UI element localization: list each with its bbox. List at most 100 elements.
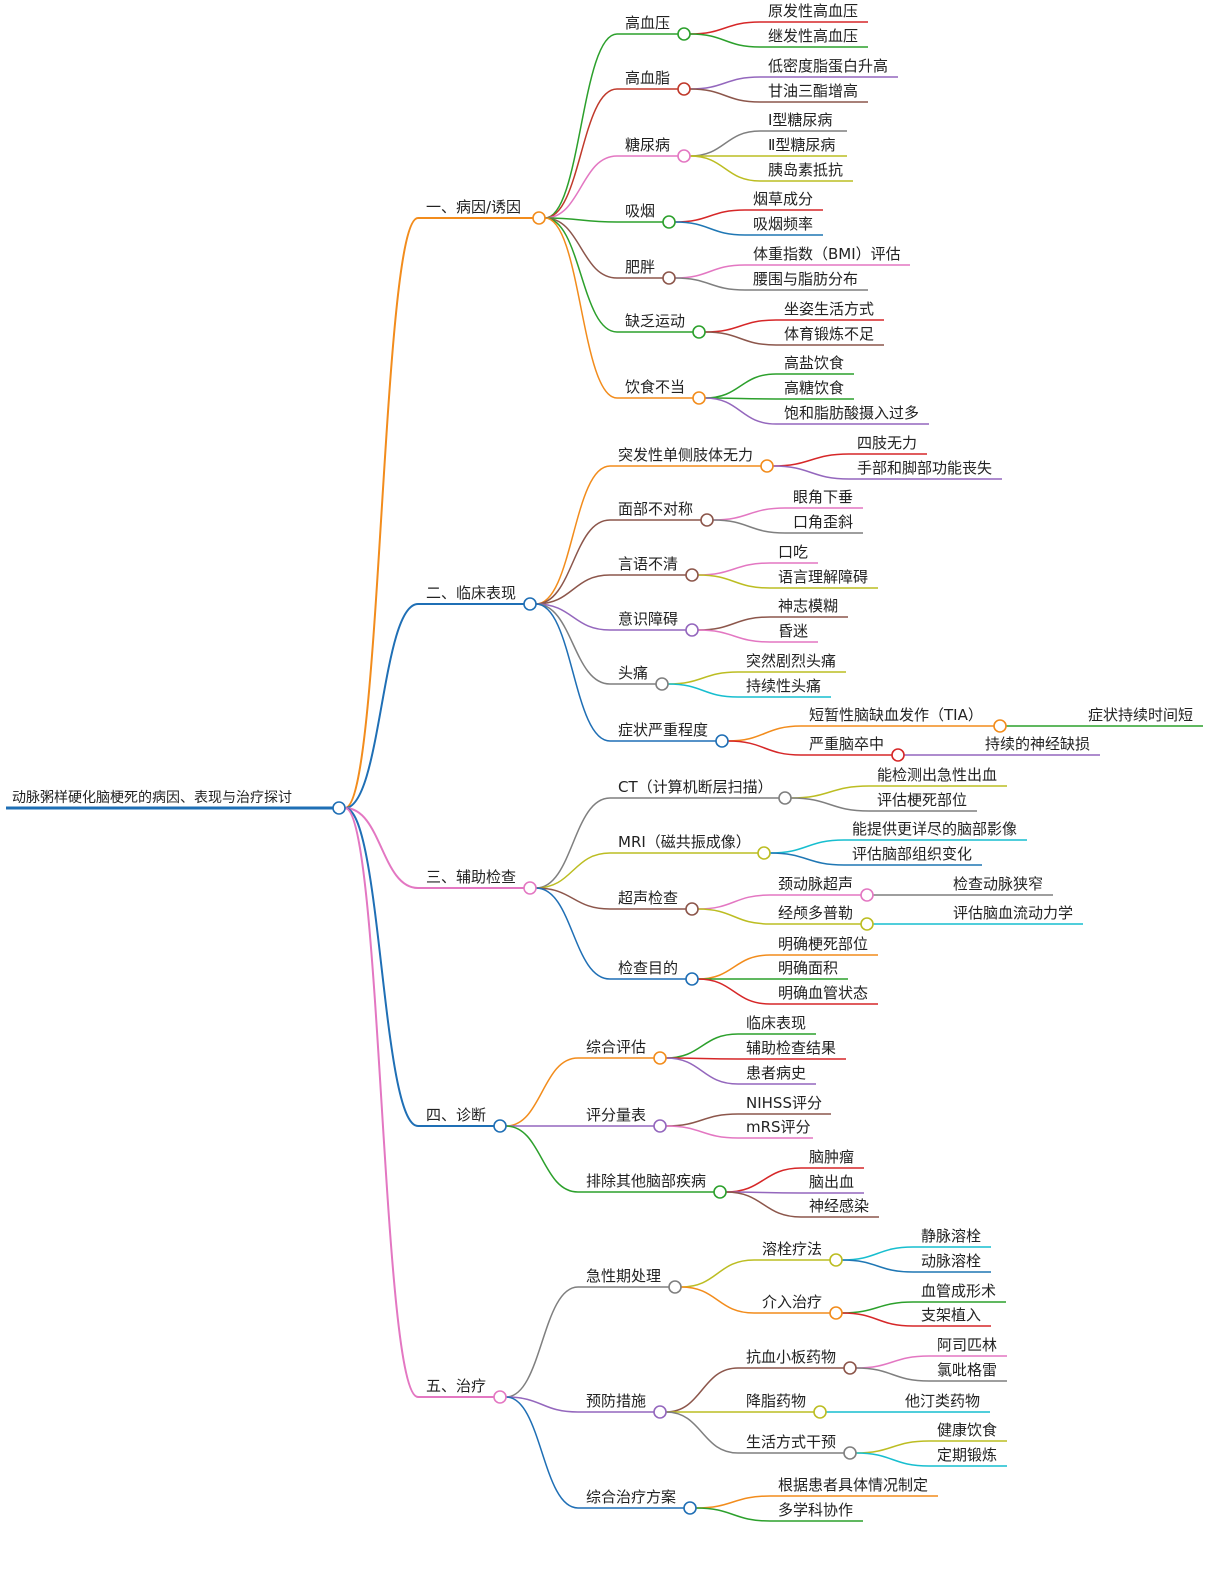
connector-4-1-0 bbox=[665, 1367, 739, 1413]
subtopic: 评分量表 bbox=[586, 1106, 646, 1124]
connector-1-2-0 bbox=[697, 562, 771, 576]
root-collapse-toggle[interactable] bbox=[332, 801, 346, 815]
connector-1-3-1 bbox=[697, 629, 771, 643]
collapse-toggle-2-0[interactable] bbox=[778, 791, 792, 805]
leaf-topic: 高糖饮食 bbox=[784, 379, 844, 397]
collapse-toggle-4-0[interactable] bbox=[668, 1280, 682, 1294]
collapse-toggle-1-0[interactable] bbox=[760, 459, 774, 473]
collapse-toggle-0-3[interactable] bbox=[662, 215, 676, 229]
leaf-topic: 明确血管状态 bbox=[778, 984, 868, 1002]
subtopic: MRI（磁共振成像） bbox=[618, 833, 751, 851]
connector-4-2-1 bbox=[695, 1507, 771, 1522]
connector-1-1-1 bbox=[712, 519, 786, 534]
subtopic: CT（计算机断层扫描） bbox=[618, 778, 773, 796]
collapse-toggle-3[interactable] bbox=[493, 1119, 507, 1133]
subtopic: 颈动脉超声 bbox=[778, 875, 853, 893]
collapse-toggle-2-2-0[interactable] bbox=[860, 888, 874, 902]
subtopic: 肥胖 bbox=[625, 258, 655, 276]
connector-1-3 bbox=[535, 603, 611, 631]
collapse-toggle-2-1[interactable] bbox=[757, 846, 771, 860]
leaf-topic: 胰岛素抵抗 bbox=[768, 161, 843, 179]
connector-4-1-2-1 bbox=[855, 1452, 930, 1467]
leaf-topic: 昏迷 bbox=[778, 622, 808, 640]
connector-0-6-2 bbox=[704, 397, 777, 425]
collapse-toggle-4-2[interactable] bbox=[683, 1501, 697, 1515]
subtopic: 缺乏运动 bbox=[625, 312, 685, 330]
leaf-topic: 他汀类药物 bbox=[905, 1392, 980, 1410]
connector-3-1-0 bbox=[665, 1113, 739, 1127]
connector-layer bbox=[6, 21, 1203, 1522]
connector-4-0-1-0 bbox=[841, 1301, 914, 1314]
leaf-topic: 坐姿生活方式 bbox=[784, 300, 874, 318]
subtopic: 糖尿病 bbox=[625, 136, 670, 154]
collapse-toggle-4-1-2[interactable] bbox=[843, 1446, 857, 1460]
collapse-toggle-2-2[interactable] bbox=[685, 902, 699, 916]
collapse-toggle-1-4[interactable] bbox=[655, 677, 669, 691]
collapse-toggle-0[interactable] bbox=[532, 211, 546, 225]
collapse-toggle-1[interactable] bbox=[523, 597, 537, 611]
collapse-toggle-0-2[interactable] bbox=[677, 149, 691, 163]
connector-0-5-1 bbox=[704, 331, 777, 346]
collapse-toggle-1-2[interactable] bbox=[685, 568, 699, 582]
connector-1-5-1 bbox=[727, 740, 802, 756]
leaf-topic: 体重指数（BMI）评估 bbox=[753, 245, 901, 263]
collapse-toggle-1-5-1[interactable] bbox=[891, 748, 905, 762]
collapse-toggle-2[interactable] bbox=[523, 881, 537, 895]
leaf-topic: 动脉溶栓 bbox=[921, 1252, 981, 1270]
connector-2-1-0 bbox=[769, 839, 845, 854]
subtopic: 吸烟 bbox=[625, 202, 655, 220]
connector-1-4-1 bbox=[667, 683, 739, 698]
collapse-toggle-4-1[interactable] bbox=[653, 1405, 667, 1419]
connector-1-4 bbox=[535, 603, 611, 685]
subtopic: 急性期处理 bbox=[586, 1267, 661, 1285]
collapse-toggle-3-2[interactable] bbox=[713, 1185, 727, 1199]
collapse-toggle-0-6[interactable] bbox=[692, 391, 706, 405]
collapse-toggle-1-5[interactable] bbox=[715, 734, 729, 748]
leaf-topic: 甘油三酯增高 bbox=[768, 82, 858, 100]
leaf-topic: 体育锻炼不足 bbox=[784, 325, 874, 343]
leaf-topic: 健康饮食 bbox=[937, 1421, 997, 1439]
leaf-topic: 评估梗死部位 bbox=[877, 791, 967, 809]
collapse-toggle-4-0-1[interactable] bbox=[829, 1306, 843, 1320]
subtopic: 抗血小板药物 bbox=[746, 1348, 836, 1366]
collapse-toggle-0-4[interactable] bbox=[662, 271, 676, 285]
collapse-toggle-0-1[interactable] bbox=[677, 82, 691, 96]
collapse-toggle-0-5[interactable] bbox=[692, 325, 706, 339]
connector-0-6 bbox=[544, 217, 618, 399]
connector-4-1-0-0 bbox=[855, 1355, 930, 1369]
connector-2-0-1 bbox=[790, 797, 870, 812]
leaf-topic: mRS评分 bbox=[746, 1118, 811, 1136]
connector-1-5-0 bbox=[727, 725, 802, 742]
collapse-toggle-2-3[interactable] bbox=[685, 972, 699, 986]
connector-2-0-0 bbox=[790, 785, 870, 799]
connector-0-3-1 bbox=[674, 221, 746, 236]
collapse-toggle-3-0[interactable] bbox=[653, 1051, 667, 1065]
leaf-topic: 明确面积 bbox=[778, 959, 838, 977]
leaf-topic: 临床表现 bbox=[746, 1014, 806, 1032]
collapse-toggle-4-0-0[interactable] bbox=[829, 1253, 843, 1267]
collapse-toggle-4-1-1[interactable] bbox=[813, 1405, 827, 1419]
connector-2-3 bbox=[535, 887, 611, 980]
leaf-topic: 多学科协作 bbox=[778, 1501, 853, 1519]
collapse-toggle-1-3[interactable] bbox=[685, 623, 699, 637]
collapse-toggle-3-1[interactable] bbox=[653, 1119, 667, 1133]
connector-3-2-0 bbox=[725, 1167, 802, 1193]
connector-4-0-0-0 bbox=[841, 1246, 914, 1261]
connector-0-0-1 bbox=[689, 33, 761, 48]
collapse-toggle-4[interactable] bbox=[493, 1390, 507, 1404]
collapse-toggle-0-0[interactable] bbox=[677, 27, 691, 41]
connector-2 bbox=[344, 807, 419, 889]
connector-0-6-0 bbox=[704, 373, 777, 399]
collapse-toggle-4-1-0[interactable] bbox=[843, 1361, 857, 1375]
leaf-topic: 语言理解障碍 bbox=[778, 568, 868, 586]
leaf-topic: 评估脑部组织变化 bbox=[852, 845, 972, 863]
connector-1-0-0 bbox=[772, 453, 850, 467]
subtopic: 预防措施 bbox=[586, 1392, 646, 1410]
subtopic: 生活方式干预 bbox=[746, 1433, 836, 1451]
connector-4 bbox=[344, 807, 419, 1398]
collapse-toggle-1-1[interactable] bbox=[700, 513, 714, 527]
collapse-toggle-2-2-1[interactable] bbox=[860, 917, 874, 931]
connector-0-3 bbox=[544, 217, 618, 223]
leaf-topic: 症状持续时间短 bbox=[1088, 706, 1193, 724]
collapse-toggle-1-5-0[interactable] bbox=[993, 719, 1007, 733]
